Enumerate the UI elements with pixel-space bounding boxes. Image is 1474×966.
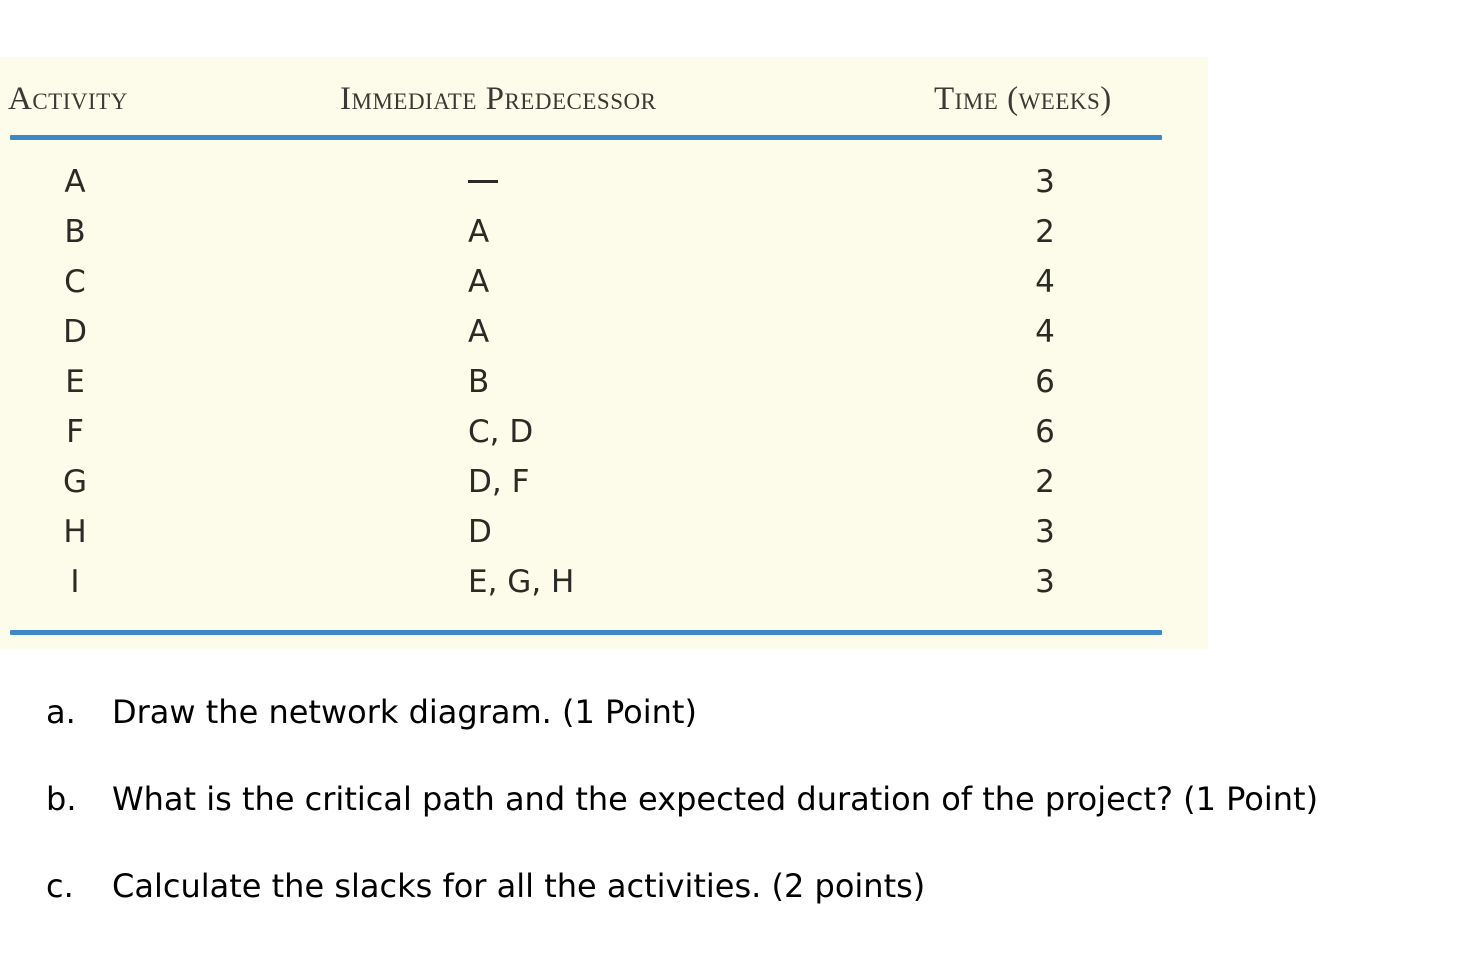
activity-table-body: A 3 B A 2 C A 4 D A 4 E B 6 F C, D 6 bbox=[0, 157, 1208, 607]
cell-activity: B bbox=[64, 214, 86, 250]
cell-predecessor: C, D bbox=[468, 414, 534, 450]
column-header-immediate-predecessor: Immediate Predecessor bbox=[340, 81, 657, 117]
footer-divider-rule bbox=[10, 630, 1162, 635]
table-row: A 3 bbox=[0, 157, 1208, 207]
cell-time: 6 bbox=[1035, 364, 1055, 400]
cell-predecessor bbox=[468, 157, 498, 207]
question-text: Calculate the slacks for all the activit… bbox=[112, 867, 926, 905]
cell-activity: F bbox=[66, 414, 84, 450]
cell-activity: G bbox=[62, 464, 88, 500]
table-row: E B 6 bbox=[0, 357, 1208, 407]
question-marker: b. bbox=[46, 780, 77, 818]
table-header-row: Activity Immediate Predecessor Time (wee… bbox=[0, 79, 1208, 125]
question-marker: a. bbox=[46, 693, 76, 731]
cell-time: 2 bbox=[1035, 464, 1055, 500]
table-row: G D, F 2 bbox=[0, 457, 1208, 507]
cell-activity: H bbox=[63, 514, 87, 550]
cell-predecessor: A bbox=[468, 214, 490, 250]
table-row: I E, G, H 3 bbox=[0, 557, 1208, 607]
question-text: What is the critical path and the expect… bbox=[112, 780, 1319, 818]
cell-time: 3 bbox=[1035, 514, 1055, 550]
table-row: C A 4 bbox=[0, 257, 1208, 307]
cell-predecessor: D, F bbox=[468, 464, 530, 500]
cell-predecessor: A bbox=[468, 314, 490, 350]
cell-time: 3 bbox=[1035, 564, 1055, 600]
cell-time: 4 bbox=[1035, 314, 1055, 350]
question-list: a. Draw the network diagram. (1 Point) b… bbox=[0, 690, 1474, 951]
question-text: Draw the network diagram. (1 Point) bbox=[112, 693, 697, 731]
column-header-time-weeks: Time (weeks) bbox=[934, 81, 1112, 117]
table-row: B A 2 bbox=[0, 207, 1208, 257]
cell-time: 2 bbox=[1035, 214, 1055, 250]
header-divider-rule bbox=[10, 135, 1162, 140]
cell-activity: D bbox=[63, 314, 87, 350]
cell-time: 4 bbox=[1035, 264, 1055, 300]
table-row: F C, D 6 bbox=[0, 407, 1208, 457]
cell-time: 6 bbox=[1035, 414, 1055, 450]
question-item-b: b. What is the critical path and the exp… bbox=[0, 777, 1474, 864]
cell-predecessor: B bbox=[468, 364, 490, 400]
cell-activity: A bbox=[64, 164, 86, 200]
table-row: H D 3 bbox=[0, 507, 1208, 557]
cell-predecessor: D bbox=[468, 514, 492, 550]
table-row: D A 4 bbox=[0, 307, 1208, 357]
question-item-c: c. Calculate the slacks for all the acti… bbox=[0, 864, 1474, 951]
cell-time: 3 bbox=[1035, 164, 1055, 200]
em-dash-icon bbox=[468, 180, 498, 183]
cell-activity: E bbox=[65, 364, 85, 400]
question-marker: c. bbox=[46, 867, 74, 905]
cell-activity: I bbox=[70, 564, 80, 600]
cell-activity: C bbox=[64, 264, 86, 300]
column-header-activity: Activity bbox=[8, 81, 128, 117]
cell-predecessor: E, G, H bbox=[468, 564, 575, 600]
question-item-a: a. Draw the network diagram. (1 Point) bbox=[0, 690, 1474, 777]
activity-table-panel: Activity Immediate Predecessor Time (wee… bbox=[0, 57, 1208, 649]
cell-predecessor: A bbox=[468, 264, 490, 300]
